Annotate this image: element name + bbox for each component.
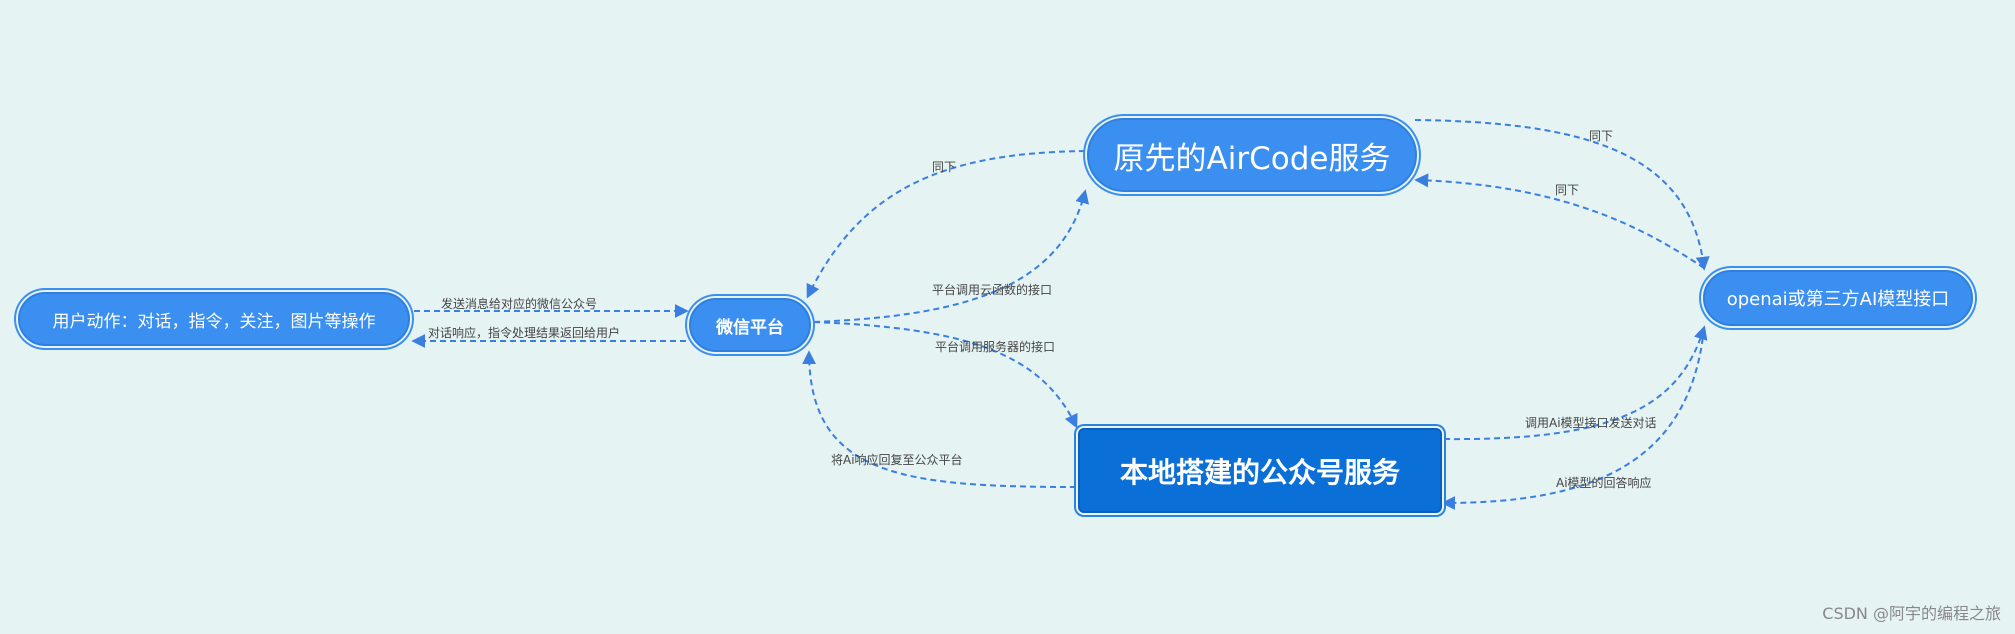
node-openai-interface[interactable]: openai或第三方AI模型接口 <box>1703 270 1973 326</box>
label-reply-user: 对话响应，指令处理结果返回给用户 <box>428 325 620 340</box>
node-wechat-platform-label: 微信平台 <box>716 317 784 338</box>
label-aircode-to-wechat: 同下 <box>932 160 956 174</box>
edge-openai-to-aircode <box>1414 173 1705 269</box>
watermark: CSDN @阿宇的编程之旅 <box>1822 604 2001 623</box>
node-user-actions-label: 用户动作：对话，指令，关注，图片等操作 <box>52 311 376 332</box>
node-wechat-platform[interactable]: 微信平台 <box>689 298 811 352</box>
node-aircode-service[interactable]: 原先的AirCode服务 <box>1087 118 1417 192</box>
edge-wechat-to-local <box>813 321 1078 429</box>
node-local-service-label: 本地搭建的公众号服务 <box>1119 455 1400 489</box>
edge-local-to-wechat <box>802 350 1077 488</box>
edge-aircode-to-openai <box>1414 119 1710 271</box>
node-user-actions[interactable]: 用户动作：对话，指令，关注，图片等操作 <box>18 292 410 346</box>
label-openai-to-local: Ai模型的回答响应 <box>1556 475 1652 490</box>
label-wechat-to-aircode: 平台调用云函数的接口 <box>932 282 1052 297</box>
label-aircode-to-openai: 同下 <box>1589 129 1613 143</box>
node-openai-interface-label: openai或第三方AI模型接口 <box>1726 289 1950 310</box>
label-local-to-openai: 调用Ai模型接口发送对话 <box>1525 415 1657 430</box>
label-send-message: 发送消息给对应的微信公众号 <box>441 296 597 311</box>
node-local-service[interactable]: 本地搭建的公众号服务 <box>1078 428 1442 513</box>
node-aircode-service-label: 原先的AirCode服务 <box>1113 140 1391 177</box>
edge-wechat-to-aircode <box>813 189 1090 323</box>
edge-aircode-to-wechat <box>806 150 1086 299</box>
edge-openai-to-local <box>1441 327 1705 510</box>
label-wechat-to-local: 平台调用服务器的接口 <box>935 339 1055 354</box>
edge-local-to-openai <box>1443 325 1708 441</box>
label-openai-to-aircode: 同下 <box>1555 183 1579 197</box>
label-local-to-wechat: 将Ai响应回复至公众平台 <box>831 452 963 467</box>
